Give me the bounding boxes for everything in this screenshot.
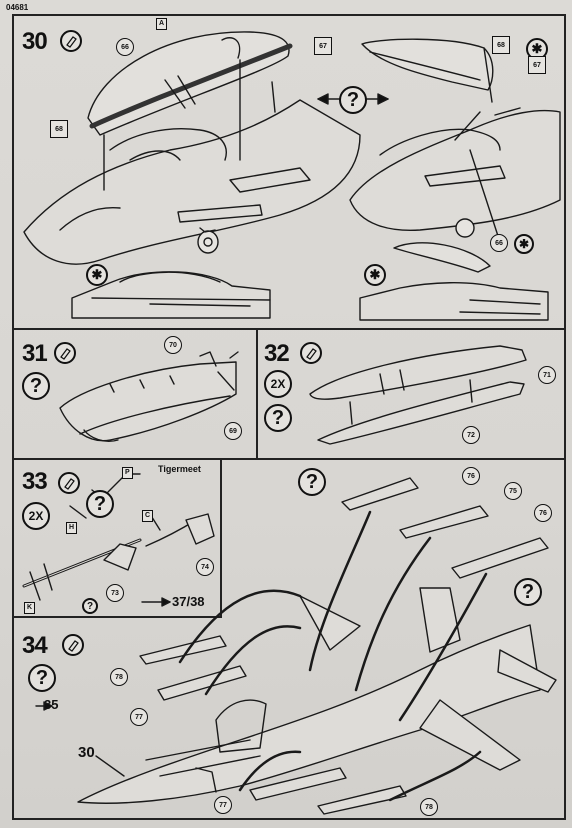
step-32-panel — [256, 328, 566, 460]
question-icon: ? — [82, 598, 98, 614]
step-34-number: 34 — [22, 632, 48, 659]
question-icon: ? — [514, 578, 542, 606]
part-78: 78 — [110, 668, 128, 686]
part-78: 78 — [420, 798, 438, 816]
next-steps-reference: 37/38 — [172, 594, 205, 609]
asterisk-icon: ✱ — [364, 264, 386, 286]
question-icon: ? — [298, 468, 326, 496]
part-77: 77 — [214, 796, 232, 814]
sprue-tag-p: P — [122, 467, 133, 479]
part-66: 66 — [116, 38, 134, 56]
part-70: 70 — [164, 336, 182, 354]
glue-icon — [54, 342, 76, 364]
part-72: 72 — [462, 426, 480, 444]
glue-icon — [300, 342, 322, 364]
part-68: 68 — [492, 36, 510, 54]
sprue-tag-c: C — [142, 510, 154, 522]
step-30-reference: 30 — [78, 744, 95, 761]
sprue-tag-a: A — [156, 18, 168, 30]
part-74: 74 — [196, 558, 214, 576]
part-69: 69 — [224, 422, 242, 440]
step-31-number: 31 — [22, 340, 48, 367]
asterisk-icon: ✱ — [86, 264, 108, 286]
times-two-badge: 2X — [22, 502, 50, 530]
glue-icon — [58, 472, 80, 494]
glue-icon — [62, 634, 84, 656]
step-32-number: 32 — [264, 340, 290, 367]
question-icon: ? — [86, 490, 114, 518]
part-73: 73 — [106, 584, 124, 602]
sprue-tag-k: K — [24, 602, 36, 614]
glue-icon — [60, 30, 82, 52]
part-71: 71 — [538, 366, 556, 384]
part-68: 68 — [50, 120, 68, 138]
asterisk-icon: ✱ — [514, 234, 534, 254]
step-33-number: 33 — [22, 468, 48, 495]
times-two-badge: 2X — [264, 370, 292, 398]
step-30-number: 30 — [22, 28, 48, 55]
sprue-tag-h: H — [66, 522, 78, 534]
step-34-panel — [12, 458, 566, 820]
part-76: 76 — [462, 467, 480, 485]
question-icon: ? — [28, 664, 56, 692]
part-67: 67 — [314, 37, 332, 55]
part-76: 76 — [534, 504, 552, 522]
tigermeet-label: Tigermeet — [158, 464, 201, 474]
part-67: 67 — [528, 56, 546, 74]
sheet-code: 04681 — [6, 3, 29, 12]
goto-step-reference: 35 — [44, 697, 59, 712]
question-icon: ? — [339, 86, 367, 114]
question-icon: ? — [22, 372, 50, 400]
question-icon: ? — [264, 404, 292, 432]
part-77: 77 — [130, 708, 148, 726]
part-75: 75 — [504, 482, 522, 500]
part-66: 66 — [490, 234, 508, 252]
